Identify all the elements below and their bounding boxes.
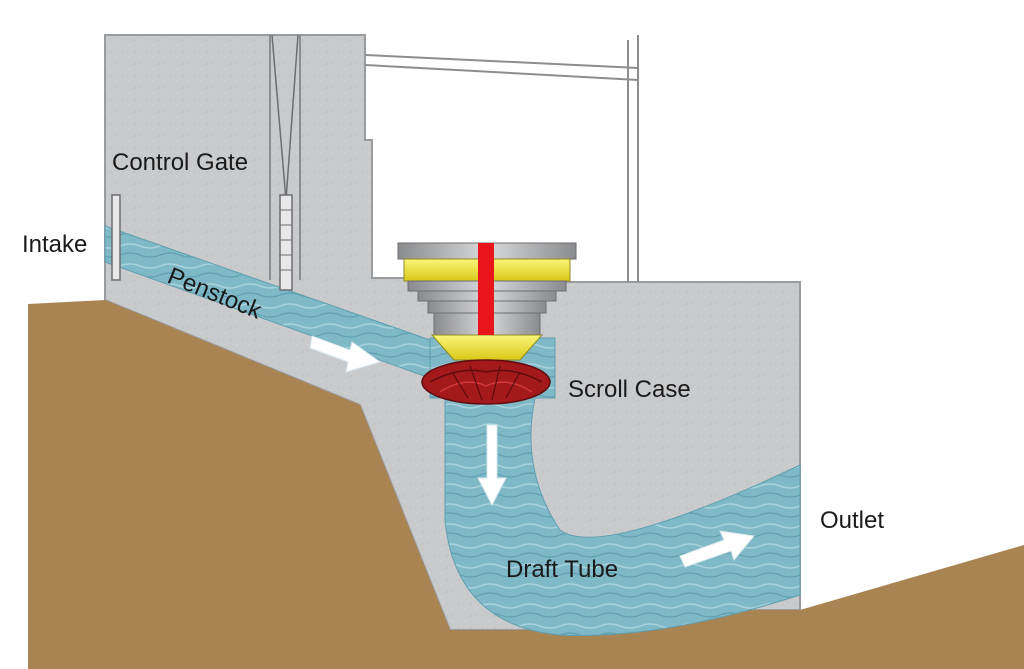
penstock-flow-arrow	[309, 335, 382, 373]
control-gate	[271, 34, 299, 291]
earth-left	[28, 300, 1024, 669]
intake-label: Intake	[22, 231, 87, 258]
outlet-label: Outlet	[820, 507, 884, 534]
draft-down-arrow	[477, 424, 507, 507]
draft-tube-channel	[429, 337, 801, 636]
structure-lines	[269, 35, 639, 282]
draft-tube-label: Draft Tube	[506, 556, 618, 583]
flow-arrows	[309, 335, 755, 568]
generator-assembly	[397, 242, 577, 361]
intake-screen	[111, 194, 121, 281]
scroll-case-label: Scroll Case	[568, 376, 691, 403]
turbine-shaft	[478, 243, 494, 335]
control-gate-label: Control Gate	[112, 149, 248, 176]
outlet-flow-arrow	[679, 530, 755, 568]
turbine-runner	[421, 359, 551, 405]
